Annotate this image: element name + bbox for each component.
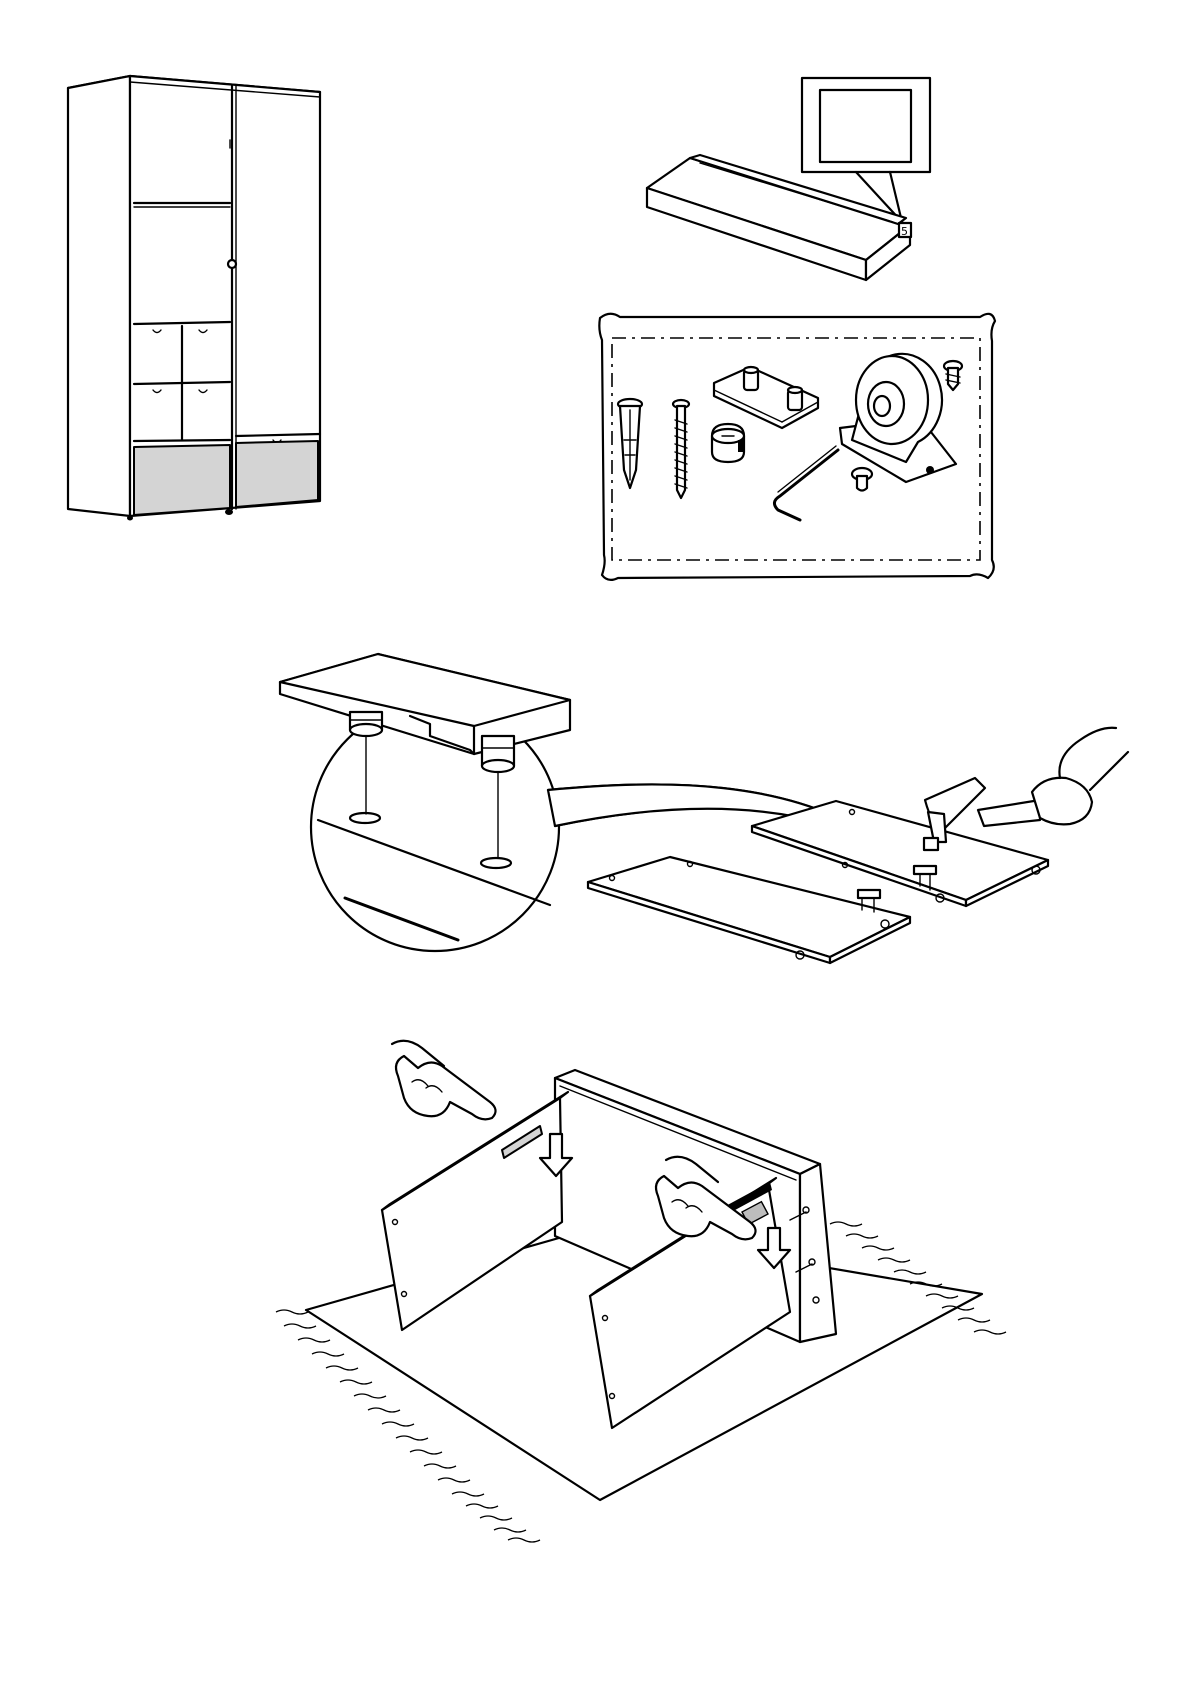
box-number-label: 5 (901, 225, 908, 238)
step-hammer-glides (280, 654, 1128, 963)
cam-lock-icon (712, 424, 744, 462)
hammer-icon (924, 778, 1040, 850)
hand-icon (1032, 728, 1128, 825)
hardware-bag-illustration (599, 314, 995, 580)
press-hand-icon (392, 1041, 496, 1120)
step-press-panels (276, 1041, 1006, 1542)
package-illustration: 5 (647, 78, 930, 280)
wardrobe-illustration (68, 76, 320, 521)
